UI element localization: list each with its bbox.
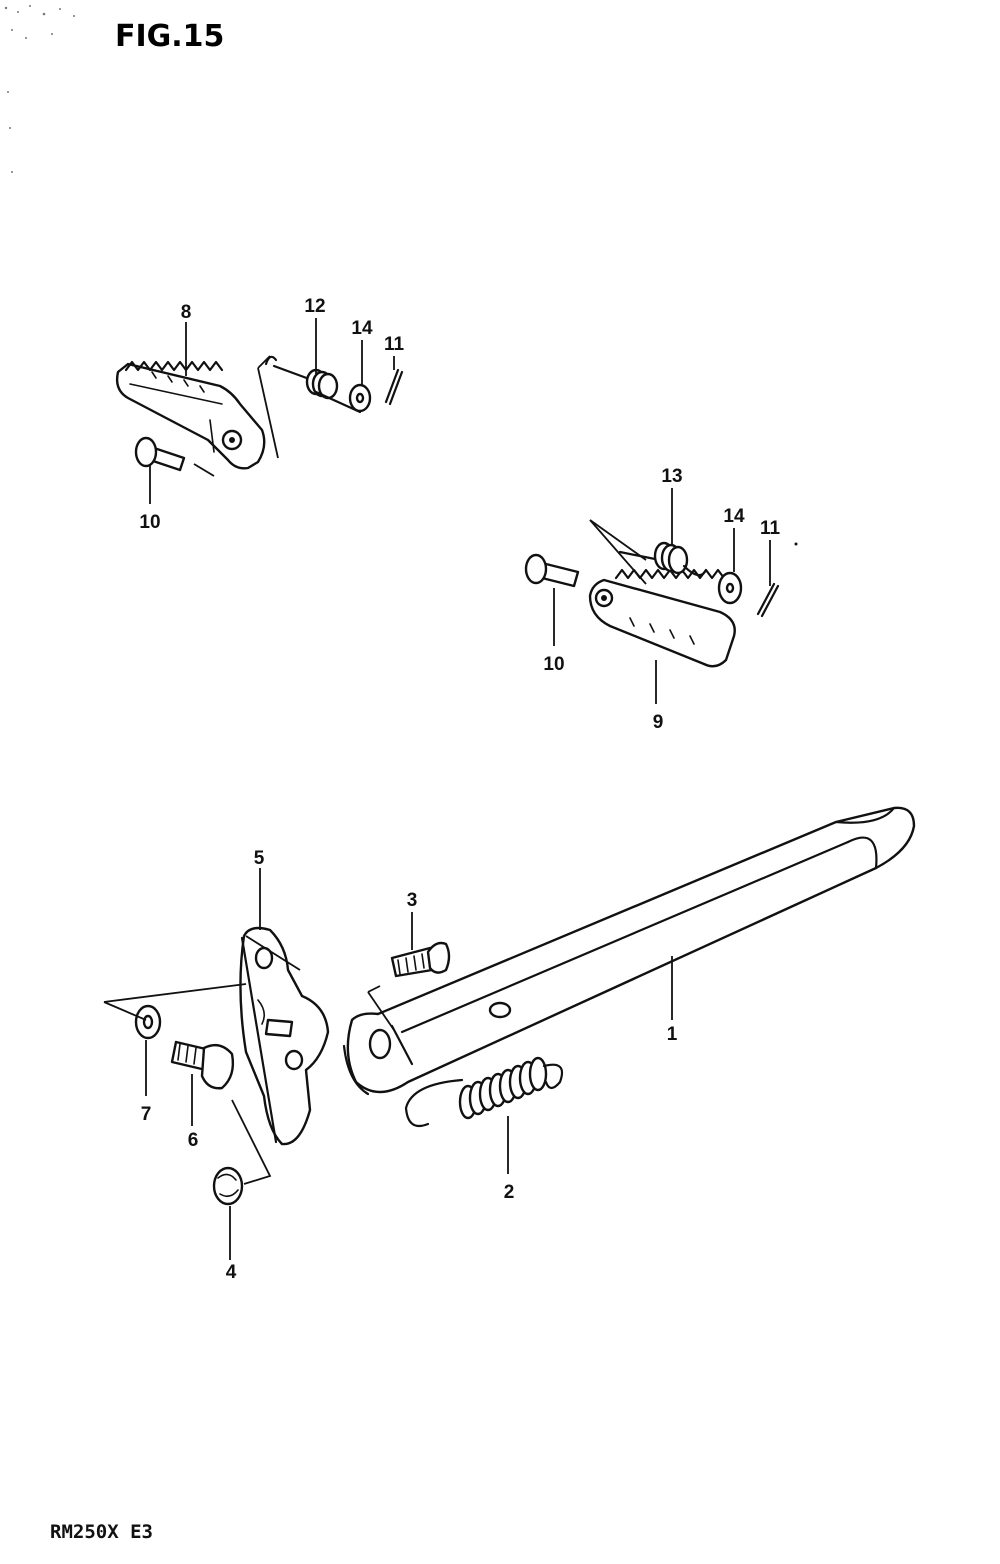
washer-icon (212, 1166, 244, 1206)
callout-1: 1 (667, 1024, 678, 1045)
footrest-left-icon (115, 360, 266, 470)
spring-icon (264, 355, 362, 414)
callout-9: 9 (653, 712, 664, 733)
callout-2: 2 (504, 1182, 515, 1203)
callout-13: 13 (661, 466, 682, 487)
cotter-pin-icon (756, 582, 780, 618)
callout-14-left: 14 (351, 318, 373, 339)
spring-icon (618, 541, 708, 577)
callout-14-right: 14 (723, 506, 745, 527)
callout-8: 8 (181, 302, 192, 323)
callout-3: 3 (407, 890, 418, 911)
washer-icon (134, 1004, 162, 1040)
callout-11-right: 11 (760, 518, 781, 539)
model-code: RM250X E3 (50, 1521, 153, 1543)
stand-bracket-icon (239, 926, 330, 1146)
figure-title: FIG.15 (115, 19, 224, 54)
callout-11-left: 11 (384, 334, 405, 355)
callout-10-left: 10 (139, 512, 160, 533)
cotter-pin-icon (384, 368, 404, 406)
bolt-icon (170, 1040, 235, 1090)
callout-5: 5 (254, 848, 265, 869)
clevis-pin-icon (524, 553, 580, 588)
washer-icon (348, 383, 372, 413)
footrest-right-icon (588, 568, 736, 668)
callout-6: 6 (188, 1130, 199, 1151)
callout-4: 4 (226, 1262, 237, 1283)
callout-7: 7 (141, 1104, 152, 1125)
side-stand-icon (342, 806, 916, 1096)
washer-icon (717, 571, 743, 605)
spring-icon (404, 1056, 564, 1128)
bolt-icon (390, 941, 451, 978)
clevis-pin-icon (134, 436, 186, 472)
callout-10-right: 10 (543, 654, 564, 675)
callout-12: 12 (304, 296, 325, 317)
scan-noise (4, 5, 75, 173)
